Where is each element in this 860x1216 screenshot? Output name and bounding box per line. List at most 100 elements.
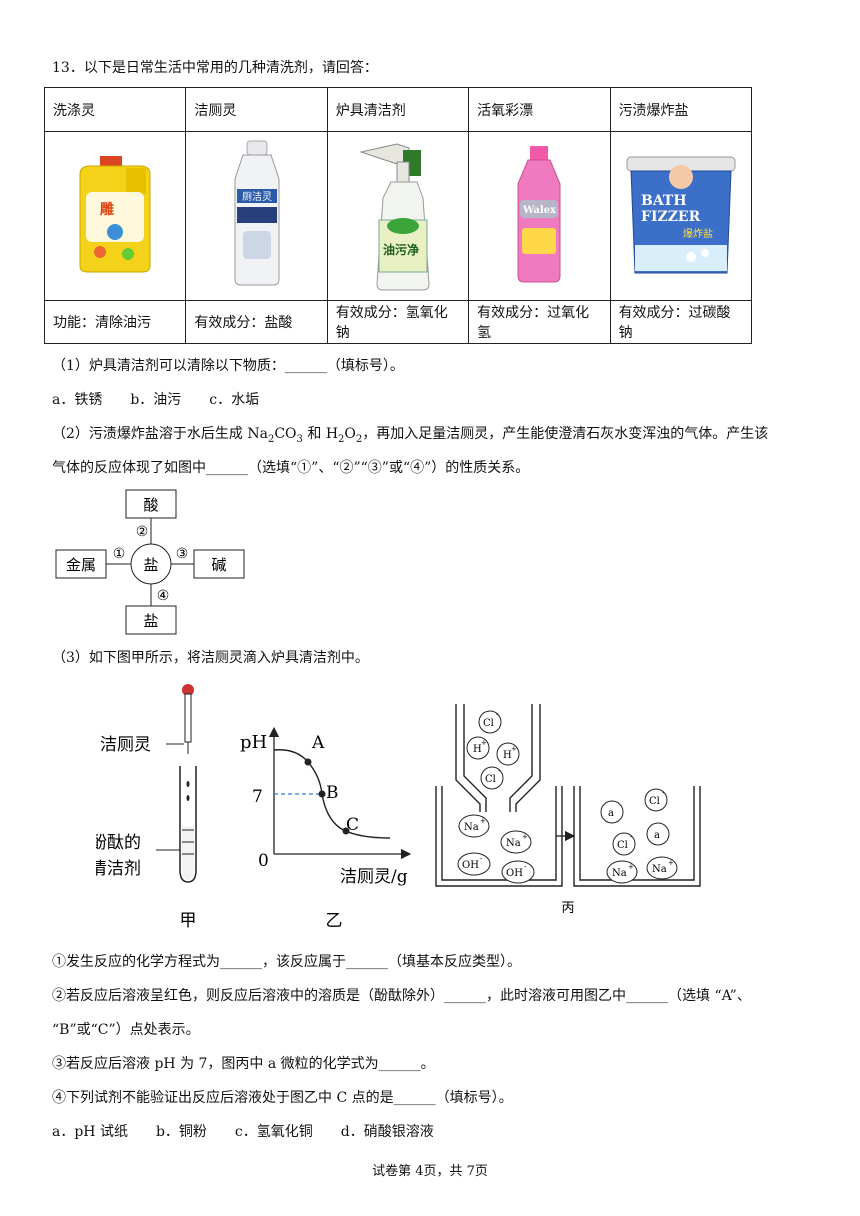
bottle-label: 厕洁灵 <box>242 190 272 203</box>
page-footer: 试卷第 4页，共 7页 <box>372 1164 488 1179</box>
part2-line1: （2）污渍爆炸盐溶于水后生成 Na2CO3 和 H2O2，再加入足量洁厕灵，产生… <box>52 424 768 450</box>
product-info: 有效成分：过氧化氢 <box>468 300 611 344</box>
product-name: 炉具清洁剂 <box>326 87 470 132</box>
figure-jia-labels <box>56 830 57 831</box>
ion-label: Cl <box>485 774 496 785</box>
diagram-label-3: ③ <box>176 546 189 562</box>
dropper-label: 洁厕灵 <box>100 735 151 755</box>
figure-bing-particles: Cl - H + H + Cl - Na + Na + OH - OH - a … <box>435 704 701 916</box>
tube-label-1: 滴有酚酞的 <box>96 833 141 853</box>
product-info: 功能：清除油污 <box>43 300 187 344</box>
y-tick-7: 7 <box>252 787 263 807</box>
ion-charge: - <box>480 855 483 863</box>
bottle-label: 油污净 <box>383 242 419 257</box>
diagram-base: 碱 <box>211 556 226 574</box>
question-title: 13．以下是日常生活中常用的几种清洗剂，请回答： <box>52 60 378 76</box>
point-a-label: A <box>311 733 325 753</box>
figure-caption: 乙 <box>326 911 343 930</box>
x-axis-label: 洁厕灵/g <box>340 867 408 887</box>
bottle-label: Walex <box>522 205 557 216</box>
ion-label: Na <box>612 868 627 879</box>
diagram-label-2: ② <box>136 524 149 540</box>
ion-label: Cl <box>649 796 660 807</box>
part3-q4-options: a．pH 试纸 b．铜粉 c．氢氧化铜 d．硝酸银溶液 <box>52 1124 434 1140</box>
product-name: 洗涤灵 <box>43 87 187 132</box>
part3-q2-line1: ②若反应后溶液呈红色，则反应后溶液中的溶质是（酚酞除外）______，此时溶液可… <box>52 988 751 1004</box>
product-image-cell: 雕 <box>43 131 187 301</box>
ion-charge: + <box>480 817 486 825</box>
ion-charge: + <box>668 859 674 867</box>
tub-label: 爆炸盐 <box>683 227 713 240</box>
figure-caption: 甲 <box>180 911 197 930</box>
text: O <box>344 426 356 442</box>
text: 和 H <box>302 426 339 442</box>
ion-charge: - <box>524 863 527 871</box>
part3-q1: ①发生反应的化学方程式为______，该反应属于______（填基本反应类型）。 <box>52 954 521 970</box>
point-c-label: C <box>346 815 359 835</box>
ion-label: H <box>503 750 512 761</box>
part2-line2: 气体的反应体现了如图中______（选填“①”、“②”“③”或“④”）的性质关系… <box>52 460 530 476</box>
diagram-salt-bottom: 盐 <box>143 612 158 630</box>
text: ，再加入足量洁厕灵，产生能使澄清石灰水变浑浊的气体。产生该 <box>362 426 769 442</box>
ion-charge: - <box>496 711 499 719</box>
figure-jia: 洁厕灵 滴有酚酞的 炉具清洁剂 甲 <box>96 684 197 930</box>
ion-label: Na <box>652 864 667 875</box>
toilet-cleaner-bottle-image: 厕洁灵 <box>234 140 280 286</box>
ion-label: Na <box>506 838 521 849</box>
product-name: 洁厕灵 <box>185 87 328 132</box>
tub-label: FIZZER <box>641 209 701 225</box>
ion-label: H <box>473 744 482 755</box>
ion-charge: - <box>662 789 665 797</box>
part1-question: （1）炉具清洁剂可以清除以下物质：______（填标号）。 <box>52 358 404 374</box>
ion-label: OH <box>506 868 523 879</box>
text: （2）污渍爆炸盐溶于水后生成 Na <box>52 426 268 442</box>
subscript: 3 <box>296 433 303 445</box>
svg-text:雕: 雕 <box>100 201 114 218</box>
subscript: 2 <box>338 433 345 445</box>
ion-charge: - <box>498 767 501 775</box>
product-info: 有效成分：盐酸 <box>185 300 328 344</box>
pink-bleach-bottle-image: Walex <box>517 146 561 283</box>
ion-label: Cl <box>617 840 628 851</box>
diagram-label-1: ① <box>113 546 126 562</box>
text: CO <box>274 426 297 442</box>
particle-a-label: a <box>608 808 614 819</box>
tube-label-2: 炉具清洁剂 <box>96 859 141 879</box>
products-table: 洗涤灵 洁厕灵 炉具清洁剂 活氧彩漂 污渍爆炸盐 雕 厕洁灵 <box>43 87 753 344</box>
spray-bottle-image: 油污净 <box>359 143 430 291</box>
ion-charge: + <box>522 833 528 841</box>
property-diagram: 酸 ② 金属 ① 盐 ③ 碱 ④ 盐 <box>55 489 245 635</box>
product-info: 有效成分：氢氧化钠 <box>326 300 470 344</box>
tub-label: BATH <box>641 193 687 209</box>
point-b-label: B <box>326 783 339 803</box>
product-name: 污渍爆炸盐 <box>609 87 753 132</box>
y-axis-label: pH <box>240 732 267 753</box>
particle-a-label: a <box>654 830 660 841</box>
subscript: 2 <box>355 433 363 445</box>
part3-intro: （3）如下图甲所示，将洁厕灵滴入炉具清洁剂中。 <box>52 650 369 666</box>
product-image-cell: 厕洁灵 <box>185 131 328 301</box>
diagram-salt-center: 盐 <box>143 556 158 574</box>
figure-caption: 丙 <box>561 901 574 916</box>
ion-charge: + <box>628 863 634 871</box>
product-image-cell: 油污净 <box>326 131 470 301</box>
origin-label: 0 <box>258 851 269 871</box>
diagram-acid: 酸 <box>143 496 158 514</box>
yellow-detergent-bottle-image: 雕 <box>79 156 151 273</box>
ion-label: Na <box>464 822 479 833</box>
product-image-cell: Walex <box>468 131 611 301</box>
diagram-label-4: ④ <box>157 588 170 604</box>
part1-options: a．铁锈 b．油污 c．水垢 <box>52 392 260 408</box>
product-image-cell: BATH FIZZER 爆炸盐 <box>609 131 753 301</box>
diagram-metal: 金属 <box>66 556 96 574</box>
bath-fizzer-tub-image: BATH FIZZER 爆炸盐 <box>626 156 736 274</box>
ion-charge: + <box>511 745 517 753</box>
product-info: 有效成分：过碳酸钠 <box>609 300 753 344</box>
product-name: 活氧彩漂 <box>468 87 611 132</box>
part3-q2-line2: “B”或“C”）点处表示。 <box>52 1022 200 1038</box>
part3-q4: ④下列试剂不能验证出反应后溶液处于图乙中 C 点的是______（填标号）。 <box>52 1090 513 1106</box>
ion-label: Cl <box>483 718 494 729</box>
ion-charge: + <box>481 739 487 747</box>
subscript: 2 <box>267 433 275 445</box>
ion-label: OH <box>462 860 479 871</box>
